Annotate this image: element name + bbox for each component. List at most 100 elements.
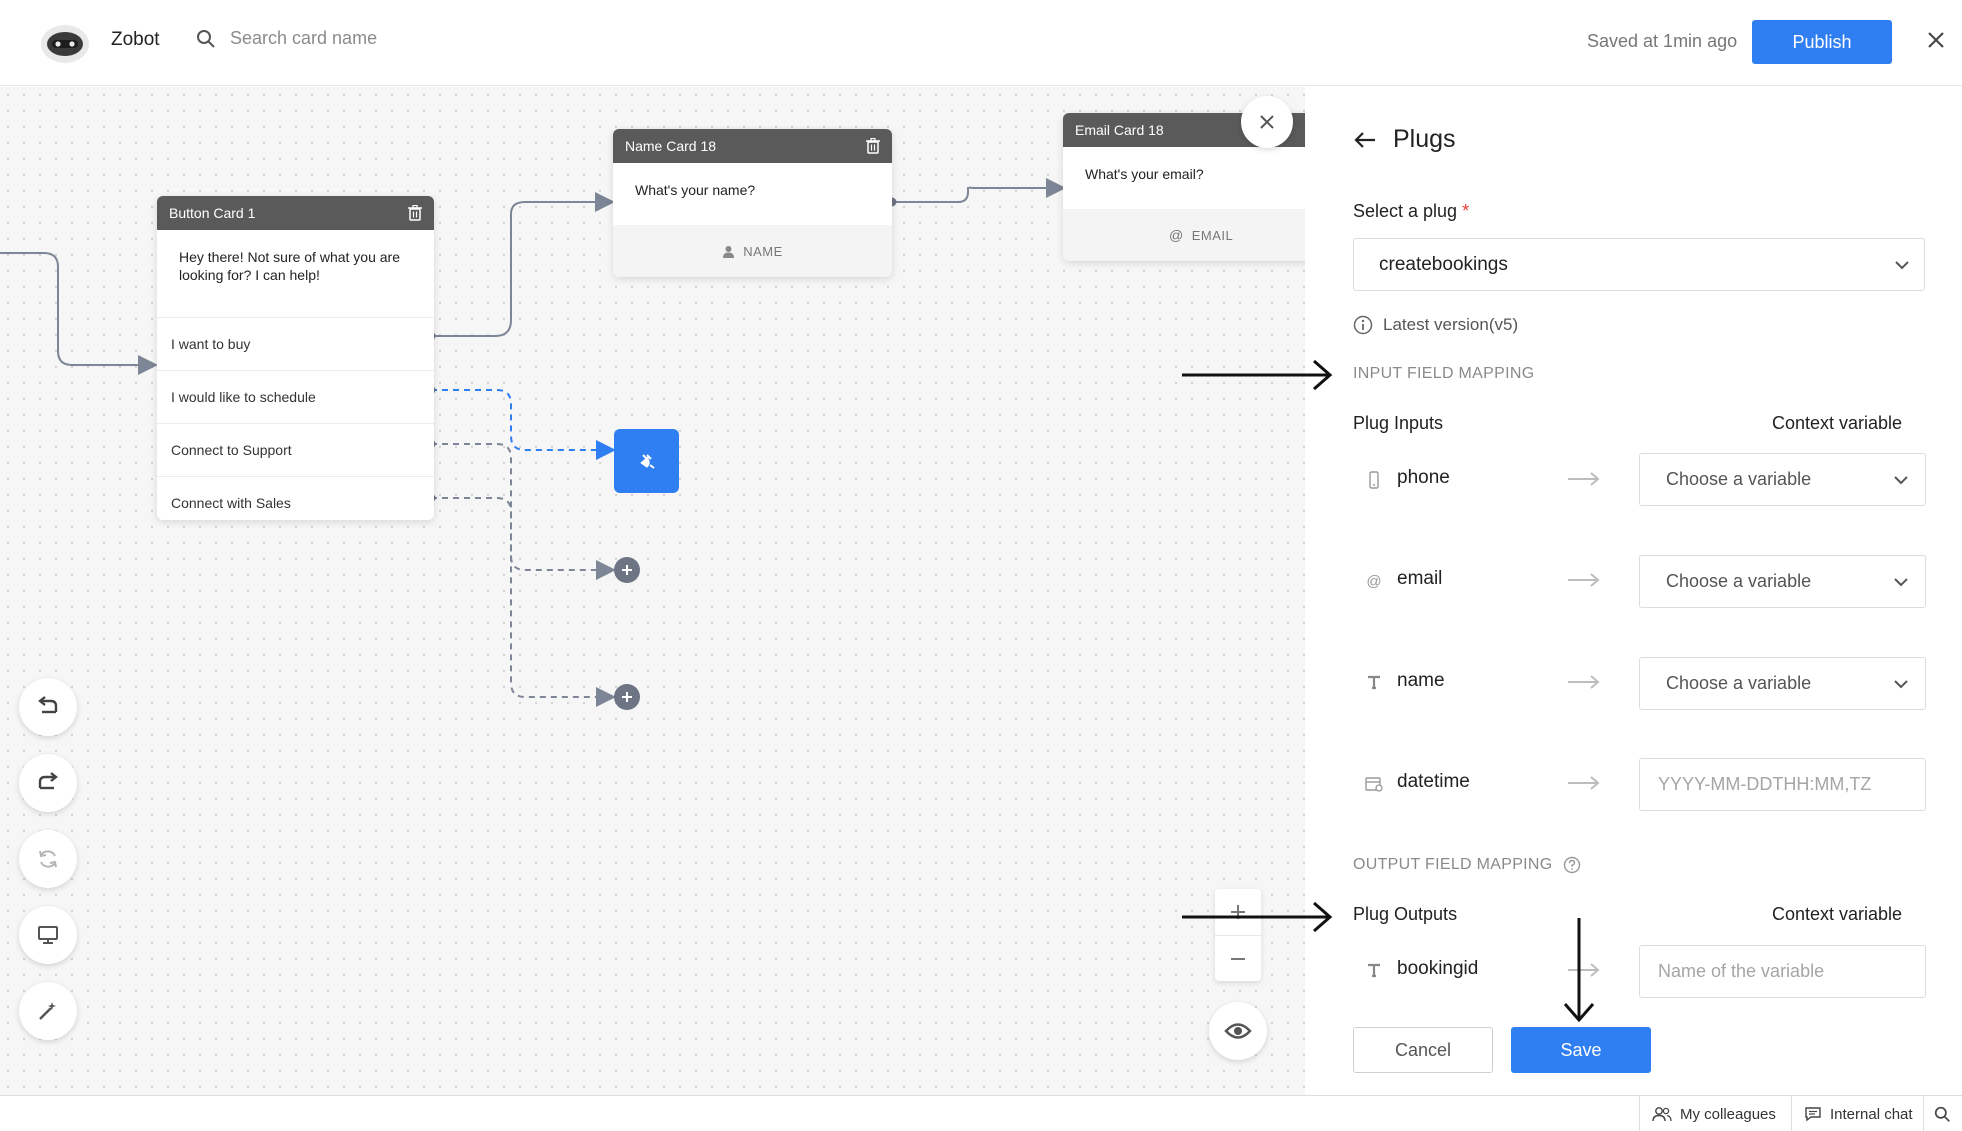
add-node-button[interactable] — [614, 684, 640, 710]
user-icon — [723, 245, 735, 258]
input-mapping-heading: INPUT FIELD MAPPING — [1353, 365, 1534, 383]
plug-outputs-label: Plug Outputs — [1353, 904, 1458, 924]
minus-icon — [1231, 957, 1245, 960]
plug-version: Latest version(v5) — [1353, 315, 1518, 335]
chat-label: Internal chat — [1830, 1105, 1913, 1123]
view-button[interactable] — [1209, 1002, 1267, 1060]
plus-icon — [622, 565, 632, 575]
save-button[interactable]: Save — [1511, 1027, 1651, 1073]
input-field-name: name — [1397, 670, 1445, 691]
plus-icon — [622, 692, 632, 702]
statusbar-search-button[interactable] — [1923, 1096, 1962, 1131]
users-icon — [1652, 1107, 1672, 1122]
zoom-out-button[interactable] — [1215, 935, 1261, 981]
top-bar: Zobot Search card name Saved at 1min ago… — [0, 0, 1962, 86]
version-text: Latest version(v5) — [1383, 315, 1519, 334]
help-icon[interactable] — [1563, 856, 1581, 874]
chevron-down-icon — [1894, 475, 1908, 484]
output-variable-input[interactable] — [1639, 945, 1926, 998]
close-icon[interactable] — [1924, 28, 1948, 52]
magic-button[interactable] — [19, 982, 77, 1040]
card-header[interactable]: Name Card 18 — [613, 129, 892, 163]
card-title: Email Card 18 — [1075, 122, 1164, 138]
wire-buy-to-name — [431, 192, 615, 337]
at-icon: @ — [1169, 227, 1184, 243]
name-card[interactable]: Name Card 18 What's your name? NAME — [613, 129, 892, 277]
phone-icon — [1364, 470, 1384, 490]
calendar-icon — [1364, 774, 1384, 794]
button-option[interactable]: I would like to schedule — [157, 370, 434, 423]
magic-wand-icon — [39, 1002, 56, 1020]
section-text: INPUT FIELD MAPPING — [1353, 365, 1535, 382]
wire-incoming — [0, 252, 158, 375]
panel-header: Plugs — [1353, 125, 1456, 154]
saved-status: Saved at 1min ago — [1587, 31, 1738, 51]
plus-icon — [1231, 905, 1245, 919]
button-card[interactable]: Button Card 1 Hey there! Not sure of wha… — [157, 196, 434, 520]
trash-icon[interactable] — [866, 138, 880, 154]
wire-name-to-email — [892, 178, 1066, 203]
undo-icon — [38, 696, 58, 714]
card-title: Name Card 18 — [625, 138, 717, 154]
redo-icon — [38, 772, 58, 790]
internal-chat-button[interactable]: Internal chat — [1791, 1096, 1925, 1131]
close-icon — [1260, 115, 1274, 129]
back-arrow-icon[interactable] — [1353, 131, 1377, 149]
button-option[interactable]: Connect to Support — [157, 423, 434, 476]
refresh-button[interactable] — [19, 830, 77, 888]
undo-button[interactable] — [19, 678, 77, 736]
card-title: Button Card 1 — [169, 205, 256, 221]
plugs-panel: Plugs Select a plug * createbookings Lat… — [1305, 87, 1962, 1095]
wire-support-to-add — [431, 443, 616, 580]
zobot-logo-icon — [41, 25, 89, 63]
card-search[interactable]: Search card name — [196, 28, 377, 49]
flow-canvas[interactable]: Button Card 1 Hey there! Not sure of wha… — [0, 87, 1305, 1095]
context-variable-select[interactable]: Choose a variable — [1639, 657, 1926, 710]
field-name: NAME — [743, 243, 783, 259]
card-field: @ EMAIL — [1063, 209, 1305, 261]
close-card-button[interactable] — [1241, 96, 1293, 148]
info-icon — [1353, 315, 1373, 335]
context-variable-select[interactable]: Choose a variable — [1639, 555, 1926, 608]
email-card[interactable]: Email Card 18 What's your email? @ EMAIL — [1063, 113, 1305, 261]
mapping-arrow-icon — [1568, 472, 1600, 486]
my-colleagues-button[interactable]: My colleagues — [1639, 1096, 1788, 1131]
app-name: Zobot — [111, 29, 160, 50]
selected-plug: createbookings — [1379, 253, 1508, 275]
plug-node[interactable] — [614, 429, 679, 493]
publish-button[interactable]: Publish — [1752, 20, 1892, 64]
label-text: Select a plug — [1353, 201, 1458, 221]
preview-button[interactable] — [19, 906, 77, 964]
card-header[interactable]: Button Card 1 — [157, 196, 434, 230]
card-field: NAME — [613, 225, 892, 277]
search-input[interactable]: Search card name — [230, 28, 378, 48]
button-option[interactable]: Connect with Sales — [157, 476, 434, 520]
card-message: Hey there! Not sure of what you are look… — [179, 249, 400, 283]
datetime-input[interactable] — [1639, 758, 1926, 811]
plug-icon — [639, 454, 655, 469]
plug-select[interactable]: createbookings — [1353, 238, 1925, 291]
text-icon — [1364, 960, 1384, 980]
search-icon — [1934, 1106, 1950, 1122]
output-mapping-heading: OUTPUT FIELD MAPPING — [1353, 856, 1581, 874]
chevron-down-icon — [1895, 260, 1909, 269]
chevron-down-icon — [1894, 679, 1908, 688]
monitor-icon — [38, 926, 58, 944]
redo-button[interactable] — [19, 754, 77, 812]
trash-icon[interactable] — [408, 205, 422, 221]
button-option[interactable]: I want to buy — [157, 317, 434, 370]
input-field-name: datetime — [1397, 771, 1470, 792]
select-plug-label: Select a plug * — [1353, 201, 1469, 222]
mapping-arrow-icon — [1568, 776, 1600, 790]
select-value: Choose a variable — [1666, 469, 1812, 489]
cancel-button[interactable]: Cancel — [1353, 1027, 1493, 1073]
add-node-button[interactable] — [614, 557, 640, 583]
context-variable-select[interactable]: Choose a variable — [1639, 453, 1926, 506]
eye-icon — [1224, 1023, 1252, 1039]
zoom-in-button[interactable] — [1215, 889, 1261, 935]
card-message: What's your email? — [1085, 166, 1204, 182]
field-name: EMAIL — [1191, 227, 1234, 243]
context-variable-label: Context variable — [1772, 904, 1903, 924]
wire-sales-to-add — [431, 497, 616, 707]
mapping-arrow-icon — [1568, 675, 1600, 689]
